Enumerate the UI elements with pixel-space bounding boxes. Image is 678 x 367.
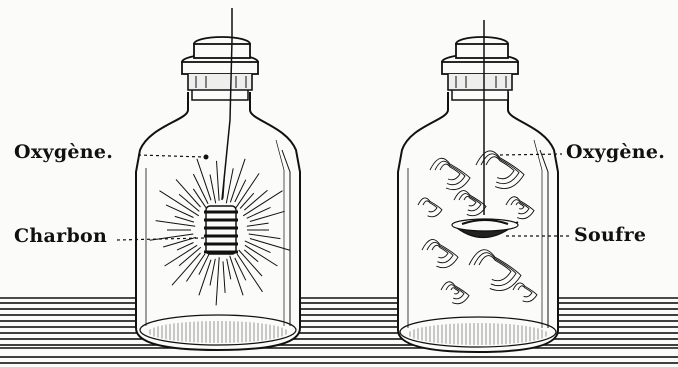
label-oxygen-left: Oxygène. xyxy=(14,141,113,163)
left-bottle xyxy=(136,8,300,350)
label-sulfur: Soufre xyxy=(574,224,646,246)
charcoal-coil xyxy=(204,206,238,254)
label-oxygen-right: Oxygène. xyxy=(566,141,665,163)
label-charcoal: Charbon xyxy=(14,225,107,247)
right-bottle xyxy=(398,20,558,352)
table-surface xyxy=(0,298,678,367)
